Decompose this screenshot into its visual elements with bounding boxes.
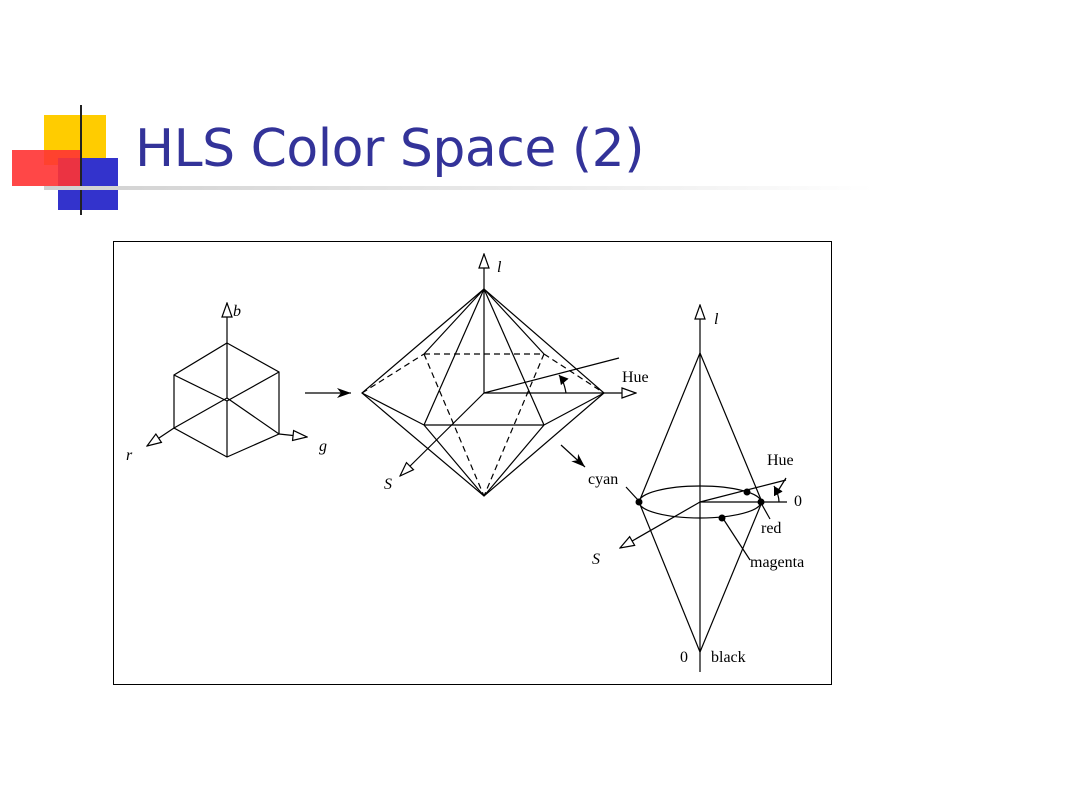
hexcone-edge [483,424,545,497]
hexcone-edge [423,288,485,355]
hexcone-edge [483,288,545,426]
hexcone-edge [423,424,485,497]
red-point [757,498,765,506]
double-cone [620,305,787,672]
logo-red-bar [12,150,82,186]
label-magenta: magenta [750,554,804,571]
double-cone-hue-arc [773,485,783,503]
cube-hidden-edge [226,397,280,435]
hexcone-edge [423,288,485,426]
label-g: g [319,438,327,455]
label-red: red [761,520,781,537]
hexcone-rim-hidden [361,353,425,394]
rgb-cube [147,303,307,458]
label-hue-zero: 0 [794,493,802,510]
label-cyan: cyan [588,471,618,488]
label-hexcone-hue: Hue [622,369,649,386]
hexcone-rim-hidden [543,353,605,394]
axis-r-arrow [147,427,175,446]
label-black: black [711,649,746,666]
double-cone-axis-s [620,501,701,548]
label-bottom-zero: 0 [680,649,688,666]
label-b: b [233,303,241,320]
arrow-to-double-cone [560,444,586,468]
hexcone-edge-hidden [423,353,485,497]
label-hexcone-s: S [384,476,392,493]
label-double-cone-s: S [592,551,600,568]
hexcone-hue-arc [558,374,569,394]
double-cone-edge [699,352,763,503]
hue-label-leader [775,477,787,495]
hexcone-hue-ray [483,357,620,394]
cube-edge [226,371,280,402]
hexcone-edge [483,288,545,355]
cube-hidden-edge [173,397,228,429]
label-r: r [126,447,133,464]
red-leader [760,502,771,520]
hls-diagram: b r g l Hue S l Hue 0 cyan red magenta S… [113,241,832,685]
cyan-leader [625,486,639,501]
hexcone-edge-hidden [483,353,545,497]
double-cone-edge [638,501,701,653]
hexcone-axis-s [400,392,485,476]
label-double-cone-hue: Hue [767,452,794,469]
title-underline [44,186,874,190]
label-double-cone-l: l [714,311,719,328]
hexcone [361,254,636,497]
axis-g-arrow [278,434,307,437]
hue-point [743,488,751,496]
double-cone-edge [638,352,701,503]
double-cone-hue-ray [699,479,787,503]
hls-diagram-svg: b r g l Hue S l Hue 0 cyan red magenta S… [126,242,804,672]
cube-edge [173,374,228,402]
slide-title: HLS Color Space (2) [135,119,645,179]
cyan-point [635,498,643,506]
magenta-point [718,514,726,522]
hexcone-rim [361,392,425,426]
magenta-leader [723,519,751,561]
double-cone-edge [699,501,763,653]
hexcone-rim [543,392,605,426]
label-hexcone-l: l [497,259,502,276]
logo-icon [12,105,140,215]
